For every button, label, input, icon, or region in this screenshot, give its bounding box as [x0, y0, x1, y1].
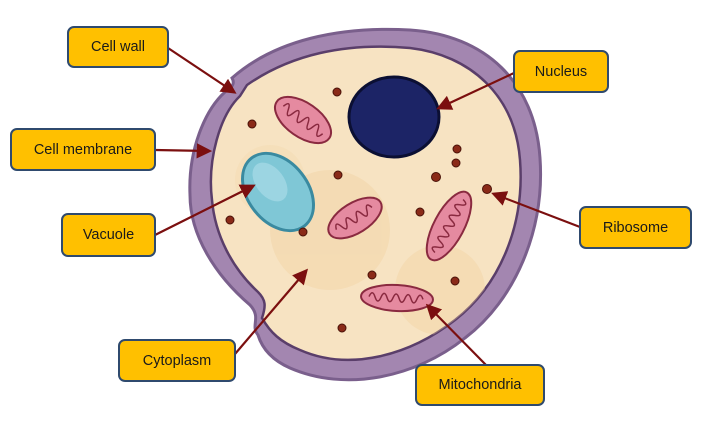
arrow-cell-membrane	[154, 143, 213, 159]
mitochondrion-1	[274, 95, 332, 145]
label-nucleus-text: Nucleus	[534, 63, 588, 80]
vacuole-shape	[241, 151, 315, 233]
label-cell-wall-text: Cell wall	[91, 39, 145, 55]
ribosome-dot	[452, 144, 462, 154]
ribosome-dot	[337, 323, 347, 333]
ribosome-dot	[367, 270, 377, 280]
ribosomes	[225, 87, 492, 333]
ribosome-dot	[431, 172, 441, 182]
ribosome-dot	[332, 87, 342, 97]
arrow-vacuole	[154, 184, 256, 236]
nucleus-shape	[347, 75, 441, 159]
ribosome-dot	[247, 119, 257, 129]
arrow-ribosome	[491, 191, 581, 229]
arrow-nucleus	[436, 72, 515, 110]
label-cell-membrane-text: Cell membrane	[33, 141, 133, 158]
label-cytoplasm-text: Cytoplasm	[142, 352, 212, 369]
ribosome-dot	[415, 207, 425, 217]
arrow-cytoplasm	[234, 268, 309, 355]
ribosome-dot	[482, 184, 492, 194]
mitochondrion-4	[360, 283, 434, 313]
label-cell-wall: Cell wall	[67, 26, 169, 68]
label-nucleus: Nucleus	[513, 50, 609, 93]
label-cytoplasm: Cytoplasm	[118, 339, 236, 382]
label-ribosome: Ribosome	[579, 206, 692, 249]
ribosome-dot	[225, 215, 235, 225]
mitochondrion-2	[327, 196, 383, 240]
label-cell-membrane: Cell membrane	[10, 128, 156, 171]
ribosome-dot	[298, 227, 308, 237]
arrow-cell-wall	[167, 47, 237, 94]
label-vacuole: Vacuole	[61, 213, 156, 257]
ribosome-dot	[450, 276, 460, 286]
label-mitochondria: Mitochondria	[415, 364, 545, 406]
ribosome-dot	[451, 158, 461, 168]
mitochondrion-3	[425, 190, 473, 262]
label-mitochondria-text: Mitochondria	[438, 377, 522, 393]
label-ribosome-text: Ribosome	[602, 219, 669, 236]
label-vacuole-text: Vacuole	[82, 227, 135, 243]
ribosome-dot	[333, 170, 343, 180]
arrow-mitochondria	[425, 303, 487, 366]
